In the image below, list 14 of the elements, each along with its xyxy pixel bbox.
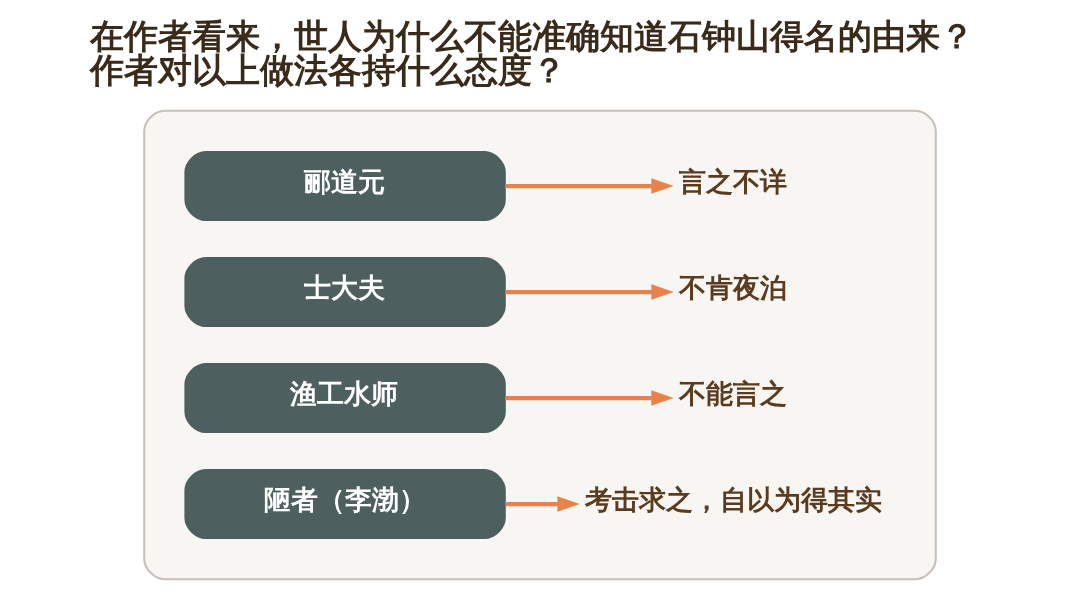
node-box: 陋者（李渤） (184, 468, 506, 540)
node-box: 渔工水师 (184, 363, 506, 434)
node-text: 不能言之 (679, 377, 788, 409)
diagram-title: 在作者看来，世人为什么不能准确知道石钟山得名的由来？作者对以上做法各持什么态度？ (89, 15, 974, 90)
node-text: 考击求之，自以为得其实 (585, 483, 883, 515)
node-text: 不肯夜泊 (679, 271, 788, 303)
node-box: 士大夫 (184, 257, 506, 328)
arrow (505, 284, 674, 300)
cluster (143, 109, 937, 581)
arrow (505, 390, 674, 406)
node-box: 郦道元 (184, 151, 506, 222)
node-text: 言之不详 (679, 165, 788, 197)
arrow (505, 496, 580, 512)
arrow (505, 178, 674, 194)
